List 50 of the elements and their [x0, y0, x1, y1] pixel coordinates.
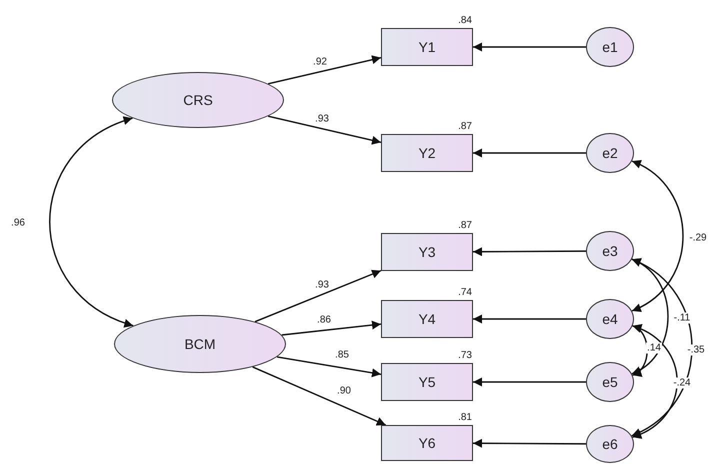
- ellipse-node: CRS: [112, 72, 284, 128]
- edge-label: .93: [314, 280, 330, 290]
- arrow: [268, 116, 382, 145]
- double-headed-arrow: [632, 325, 678, 438]
- value-label: .81: [457, 412, 473, 423]
- double-headed-arrow: [632, 325, 648, 376]
- arrow: [473, 438, 586, 448]
- double-headed-arrow: [632, 160, 684, 312]
- error-circle: e4: [586, 299, 634, 339]
- variable-box: Y3: [381, 233, 473, 271]
- variable-box: Y4: [381, 300, 473, 338]
- variable-box: Y6: [381, 425, 473, 461]
- edge-label: .93: [314, 114, 330, 124]
- variable-box: Y1: [381, 28, 473, 66]
- arrow: [268, 55, 382, 84]
- arrow: [473, 42, 586, 52]
- value-label: .87: [457, 121, 473, 132]
- value-label: .84: [457, 15, 473, 26]
- arrow: [473, 148, 586, 158]
- arrow: [473, 247, 586, 256]
- arrow: [252, 366, 386, 426]
- arrow: [282, 320, 382, 336]
- value-label: .87: [457, 220, 473, 231]
- error-circle: e6: [586, 425, 634, 463]
- arrow: [473, 378, 586, 386]
- arrow: [276, 356, 382, 378]
- variable-box: Y5: [381, 363, 473, 401]
- edge-label: -.29: [688, 232, 708, 244]
- error-circle: e2: [586, 133, 634, 173]
- edge-label: -.11: [672, 312, 692, 324]
- arrow: [473, 314, 586, 324]
- value-label: .73: [457, 350, 473, 361]
- edge-label: -.24: [672, 378, 692, 388]
- edge-label: .14: [646, 342, 662, 354]
- edge-label: .86: [316, 314, 332, 326]
- double-headed-arrow: [631, 258, 693, 436]
- error-circle: e5: [586, 362, 634, 402]
- edge-label: .90: [336, 386, 352, 396]
- edge-label: .96: [10, 218, 26, 228]
- arrow: [254, 270, 382, 322]
- edge-label: -.35: [686, 344, 706, 356]
- error-circle: e3: [586, 231, 634, 271]
- double-headed-arrow: [632, 258, 669, 374]
- edge-label: .85: [334, 350, 350, 360]
- variable-box: Y2: [381, 134, 473, 172]
- error-circle: e1: [586, 27, 634, 67]
- edge-label: .92: [312, 56, 328, 68]
- ellipse-node: BCM: [114, 315, 286, 373]
- value-label: .74: [457, 287, 473, 298]
- double-headed-arrow: [49, 117, 134, 327]
